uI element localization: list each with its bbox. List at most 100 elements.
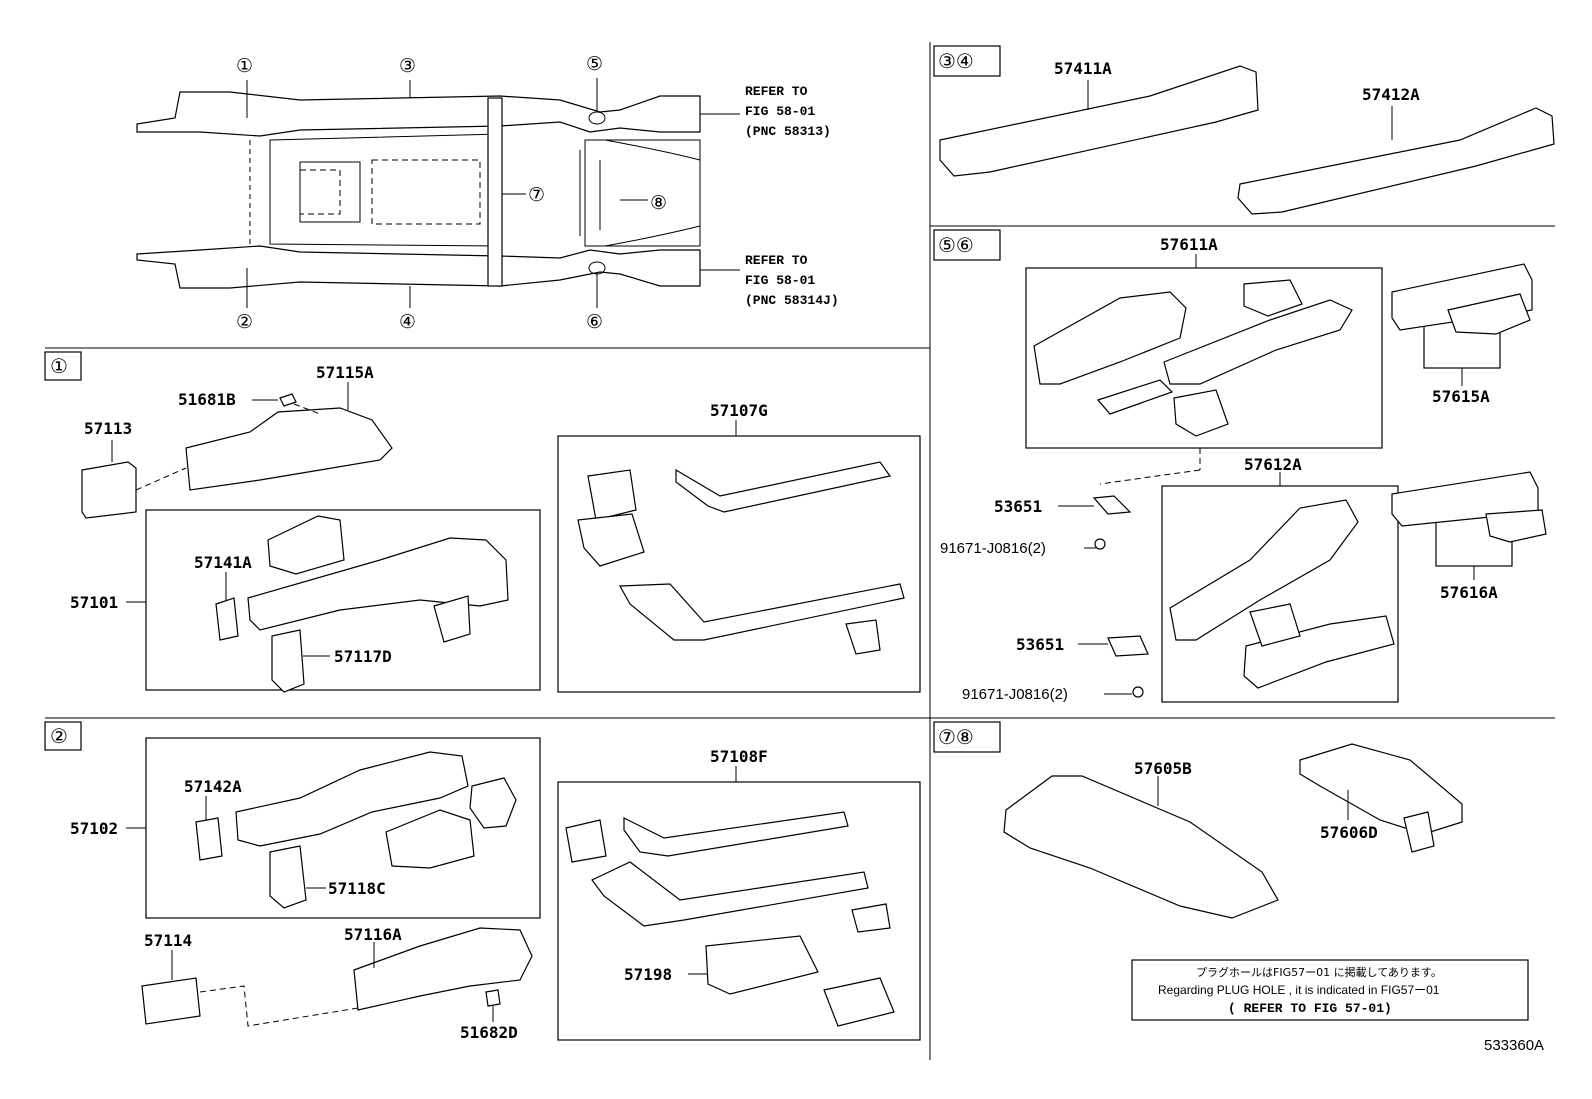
section-34-tag-box	[933, 45, 1001, 77]
section-56-tag-box	[933, 229, 1001, 261]
part-57113-shape	[81, 461, 137, 519]
label-91671-b: 91671-J0816(2)	[962, 686, 1068, 703]
part-57411A-shape	[939, 65, 1259, 177]
part-53651-shape-b	[1107, 635, 1149, 657]
label-53651-a: 53651	[994, 497, 1042, 516]
part-57108F-upper-rail	[623, 811, 849, 857]
part-51681B-shape	[279, 393, 297, 407]
section-1-tag-box	[44, 351, 82, 381]
label-57411A: 57411A	[1054, 59, 1112, 78]
label-57605B: 57605B	[1134, 759, 1192, 778]
section-78-tag-box	[933, 721, 1001, 753]
label-57616A: 57616A	[1440, 583, 1498, 602]
refer-bottom-line2: FIG 58-01	[745, 273, 815, 288]
section-1-tag: ①	[50, 356, 68, 378]
part-57102-bracket	[385, 809, 475, 869]
part-57611A-left-rail	[1033, 291, 1187, 385]
refer-top-line1: REFER TO	[745, 84, 808, 99]
refer-top-line2: FIG 58-01	[745, 104, 815, 119]
label-57118C: 57118C	[328, 879, 386, 898]
part-53651-shape-a	[1092, 495, 1132, 515]
part-57611A-right-rail	[1163, 299, 1353, 385]
label-51682D: 51682D	[460, 1023, 518, 1042]
part-57615A-bracket	[1447, 293, 1531, 335]
label-91671-a: 91671-J0816(2)	[940, 540, 1046, 557]
label-57115A: 57115A	[316, 363, 374, 382]
section-78-tag: ⑦⑧	[938, 727, 974, 749]
label-57108F: 57108F	[710, 747, 768, 766]
part-57611A-brace	[1096, 379, 1174, 415]
refer-top-line3: (PNC 58313)	[745, 124, 831, 139]
part-57611A-tower	[1243, 279, 1303, 317]
label-57611A: 57611A	[1160, 235, 1218, 254]
part-57102-cap	[469, 777, 517, 829]
part-57101-member	[247, 537, 509, 631]
callout-8: ⑧	[650, 193, 667, 214]
callout-4: ④	[399, 312, 416, 333]
note-refer: ( REFER TO FIG 57-01)	[1228, 1001, 1392, 1016]
section-56-tag: ⑤⑥	[938, 235, 974, 257]
part-57198-shape	[705, 935, 819, 995]
callout-5: ⑤	[586, 54, 603, 75]
part-57107G-upper-rail	[675, 461, 892, 513]
label-57117D: 57117D	[334, 647, 392, 666]
label-57141A: 57141A	[194, 553, 252, 572]
assembly-57611A-box	[1025, 267, 1383, 449]
part-57107G-bracket-b	[577, 513, 645, 567]
note-japanese: プラグホールはFIG57ー01 に掲載してあります。	[1196, 965, 1442, 979]
part-57616A-bracket	[1485, 509, 1547, 543]
figure-code: 533360A	[1484, 1037, 1544, 1054]
section-dividers	[45, 42, 1555, 1060]
part-57118C-shape	[269, 845, 307, 909]
part-57101-bracket	[267, 515, 345, 575]
part-57102-member	[235, 751, 469, 847]
callout-2: ②	[236, 312, 253, 333]
assembly-57108F-box	[557, 781, 921, 1041]
part-57606D-shape	[1299, 743, 1463, 835]
part-51682D-shape	[485, 989, 501, 1007]
part-57115A-shape	[185, 407, 393, 491]
part-57108F-lower-rail	[591, 861, 869, 927]
label-57101: 57101	[70, 593, 118, 612]
label-57142A: 57142A	[184, 777, 242, 796]
part-57606D-bracket	[1403, 811, 1435, 853]
label-57615A: 57615A	[1432, 387, 1490, 406]
label-53651-b: 53651	[1016, 635, 1064, 654]
label-57198: 57198	[624, 965, 672, 984]
part-57107G-bracket-c	[845, 619, 881, 655]
underbody-overview	[136, 78, 740, 308]
assembly-57107G-box	[557, 435, 921, 693]
part-57612A-member	[1169, 499, 1359, 641]
callout-3: ③	[399, 56, 416, 77]
callout-7: ⑦	[528, 185, 545, 206]
note-box	[1131, 959, 1529, 1021]
label-57606D: 57606D	[1320, 823, 1378, 842]
part-57141A-shape	[215, 597, 239, 641]
label-57113: 57113	[84, 419, 132, 438]
part-57605B-shape	[1003, 775, 1279, 919]
note-english: Regarding PLUG HOLE , it is indicated in…	[1158, 983, 1440, 997]
refer-bottom-line1: REFER TO	[745, 253, 808, 268]
part-57412A-shape	[1237, 107, 1555, 215]
part-57117D-shape	[271, 629, 305, 693]
part-91671-bolt-b	[1132, 686, 1144, 698]
label-51681B: 51681B	[178, 390, 236, 409]
section-2-tag: ②	[50, 726, 68, 748]
part-57612A-mount	[1249, 603, 1301, 647]
label-57612A: 57612A	[1244, 455, 1302, 474]
part-91671-bolt-a	[1094, 538, 1106, 550]
label-57102: 57102	[70, 819, 118, 838]
callout-6: ⑥	[586, 312, 603, 333]
part-57114-shape	[141, 977, 201, 1025]
section-34-tag: ③④	[938, 51, 974, 73]
part-57116A-shape	[353, 927, 533, 1011]
assembly-57101-box	[145, 509, 541, 691]
label-57114: 57114	[144, 931, 192, 950]
part-57108F-bracket-c	[851, 903, 891, 933]
part-57108F-bracket-b	[823, 977, 895, 1027]
part-57108F-bracket-a	[565, 819, 607, 863]
part-57611A-mount	[1173, 389, 1229, 437]
section-2-tag-box	[44, 721, 82, 751]
part-57107G-lower-rail	[619, 583, 905, 641]
